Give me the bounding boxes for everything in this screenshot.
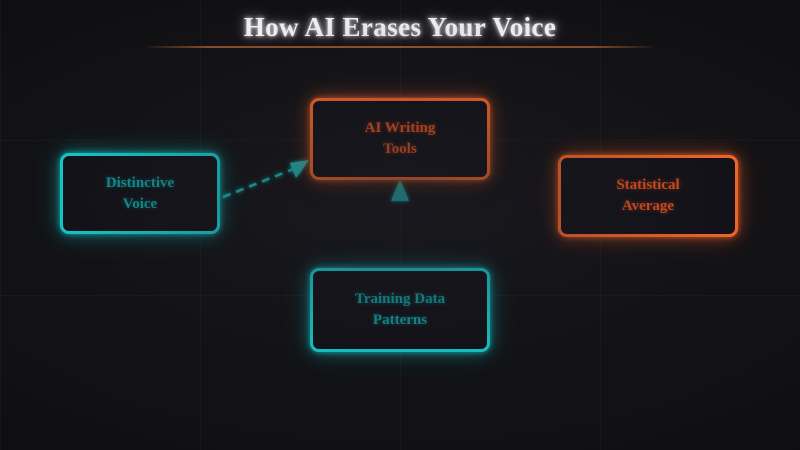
node-ai-writing-tools[interactable]: AI Writing Tools <box>310 98 490 180</box>
node-label: AI Writing Tools <box>364 120 436 157</box>
page-title: How AI Erases Your Voice <box>243 12 557 42</box>
edge-training-to-tools <box>391 180 409 266</box>
node-distinctive-voice[interactable]: Distinctive Voice <box>60 153 220 234</box>
edge-voice-to-tools <box>222 160 309 199</box>
node-statistical-average[interactable]: Statistical Average <box>558 155 738 237</box>
node-label: Statistical Average <box>616 177 680 214</box>
title-divider <box>148 46 652 48</box>
node-label: Training Data Patterns <box>354 291 446 328</box>
node-label: Distinctive Voice <box>105 174 175 212</box>
node-training-data-patterns[interactable]: Training Data Patterns <box>310 268 490 352</box>
